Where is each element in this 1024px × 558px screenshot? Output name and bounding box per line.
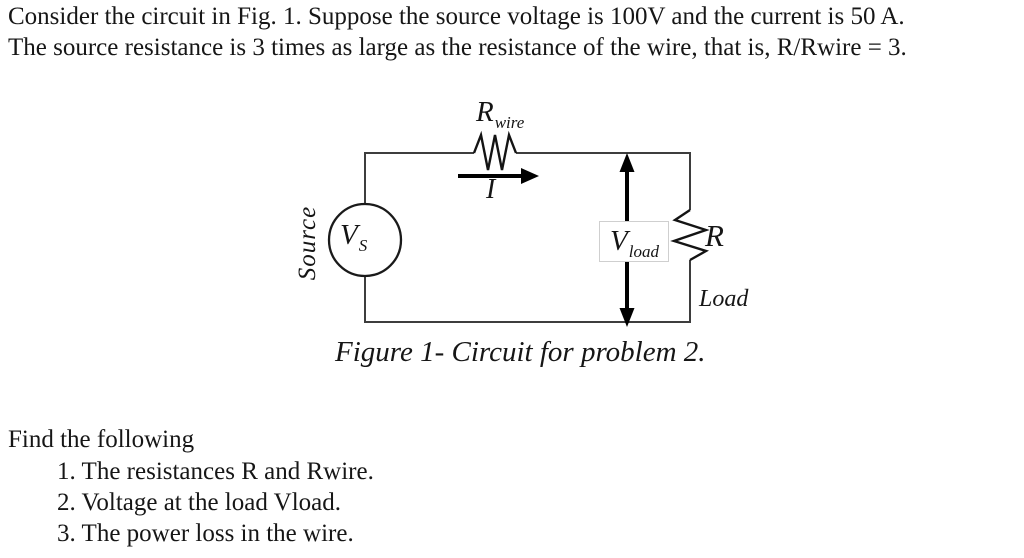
task-item-3: 3. The power loss in the wire.	[57, 520, 354, 547]
source-voltage-letter: V	[340, 219, 358, 251]
wire-resistor-subscript: wire	[494, 113, 525, 132]
source-voltage-subscript: S	[358, 236, 368, 255]
wire-resistor-symbol	[472, 130, 518, 171]
load-voltage-label-box: Vload	[599, 221, 669, 262]
load-voltage-label: Vload	[610, 225, 659, 261]
problem-statement: Consider the circuit in Fig. 1. Suppose …	[8, 1, 907, 63]
source-label: Source	[294, 205, 321, 281]
current-label: I	[486, 174, 496, 205]
load-voltage-letter: V	[610, 225, 628, 257]
problem-line-2: The source resistance is 3 times as larg…	[8, 34, 907, 61]
load-resistor-symbol	[670, 209, 710, 262]
tasks-heading: Find the following	[8, 426, 195, 453]
wire-resistor-label: Rwire	[476, 96, 525, 132]
circuit-wires	[364, 152, 691, 323]
figure-caption: Figure 1- Circuit for problem 2.	[335, 336, 706, 368]
load-voltage-subscript: load	[628, 242, 659, 261]
source-voltage-label: VS	[340, 219, 368, 255]
source-circle	[327, 202, 403, 278]
task-item-2: 2. Voltage at the load Vload.	[57, 489, 341, 516]
wire-resistor-symbol-letter: R	[476, 96, 494, 128]
load-label: Load	[699, 286, 749, 312]
task-item-1: 1. The resistances R and Rwire.	[57, 458, 374, 485]
current-arrow	[458, 168, 539, 184]
load-resistor-label: R	[705, 218, 724, 253]
problem-line-1: Consider the circuit in Fig. 1. Suppose …	[8, 3, 905, 30]
